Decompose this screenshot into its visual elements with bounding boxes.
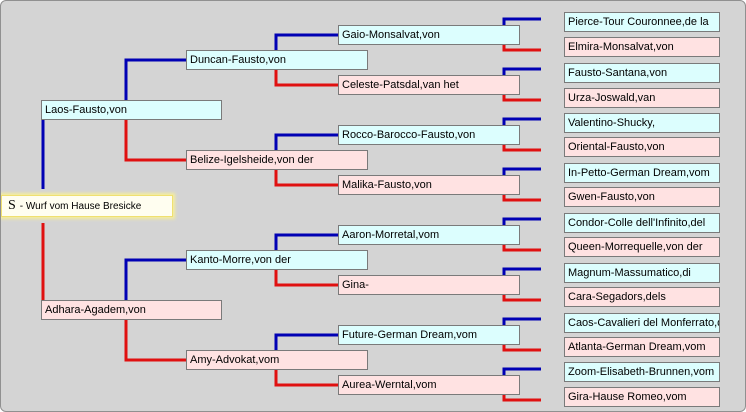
subject-name: - Wurf vom Hause Bresicke [19,201,142,212]
great-great-grandparent[interactable]: Zoom-Elisabeth-Brunnen,vom [564,362,720,382]
great-great-grandparent[interactable]: Cara-Segadors,dels [564,287,720,307]
great-grandparent[interactable]: Aurea-Werntal,vom [338,375,520,395]
great-grandparent[interactable]: Aaron-Morretal,vom [338,225,520,245]
sire-dam[interactable]: Belize-Igelsheide,von der [186,150,368,170]
great-great-grandparent[interactable]: Valentino-Shucky, [564,113,720,133]
connector-line [502,245,541,252]
connector-line [502,395,541,402]
connector-line [274,170,338,187]
great-great-grandparent[interactable]: Elmira-Monsalvat,von [564,37,720,57]
connector-line [502,145,541,152]
connector-line [274,370,338,387]
great-grandparent[interactable]: Future-German Dream,vom [338,325,520,345]
great-great-grandparent[interactable]: Oriental-Fausto,von [564,137,720,157]
connector-line [502,217,541,225]
connector-line [274,133,338,150]
great-great-grandparent[interactable]: In-Petto-German Dream,vom [564,163,720,183]
great-great-grandparent[interactable]: Gwen-Fausto,von [564,187,720,207]
connector-line [274,33,338,50]
connector-line [502,295,541,302]
great-grandparent[interactable]: Gaio-Monsalvat,von [338,25,520,45]
great-grandparent[interactable]: Gina- [338,275,520,295]
great-grandparent[interactable]: Malika-Fausto,von [338,175,520,195]
great-great-grandparent[interactable]: Fausto-Santana,von [564,63,720,83]
connector-line [274,333,338,350]
connector-line [502,17,541,25]
connector-line [502,117,541,125]
connector-line [124,120,186,162]
great-great-grandparent[interactable]: Condor-Colle dell'Infinito,del [564,213,720,233]
great-great-grandparent[interactable]: Queen-Morrequelle,von der [564,237,720,257]
great-grandparent[interactable]: Celeste-Patsdal,van het [338,75,520,95]
connector-line [274,70,338,87]
sex-indicator: S [8,198,16,213]
connector-line [502,45,541,52]
connector-line [502,167,541,175]
connector-line [502,95,541,102]
connector-line [124,320,186,362]
great-great-grandparent[interactable]: Caos-Cavalieri del Monferrato,dei [564,313,720,333]
great-great-grandparent[interactable]: Pierce-Tour Couronnee,de la [564,12,720,32]
connector-line [502,195,541,202]
connector-line [502,345,541,352]
great-great-grandparent[interactable]: Gira-Hause Romeo,vom [564,387,720,407]
connector-line [274,233,338,250]
connector-line [502,317,541,325]
great-great-grandparent[interactable]: Atlanta-German Dream,vom [564,337,720,357]
great-great-grandparent[interactable]: Urza-Joswald,van [564,88,720,108]
connector-line [502,67,541,75]
great-grandparent[interactable]: Rocco-Barocco-Fausto,von [338,125,520,145]
dam[interactable]: Adhara-Agadem,von [41,300,222,320]
subject-litter[interactable]: S- Wurf vom Hause Bresicke [1,195,173,217]
connector-line [502,267,541,275]
connector-line [502,367,541,375]
connector-line [124,58,186,100]
dam-sire[interactable]: Kanto-Morre,von der [186,250,368,270]
great-great-grandparent[interactable]: Magnum-Massumatico,di [564,263,720,283]
connector-line [274,270,338,287]
connector-line [124,258,186,300]
dam-dam[interactable]: Amy-Advokat,vom [186,350,368,370]
sire-sire[interactable]: Duncan-Fausto,von [186,50,368,70]
sire[interactable]: Laos-Fausto,von [41,100,222,120]
